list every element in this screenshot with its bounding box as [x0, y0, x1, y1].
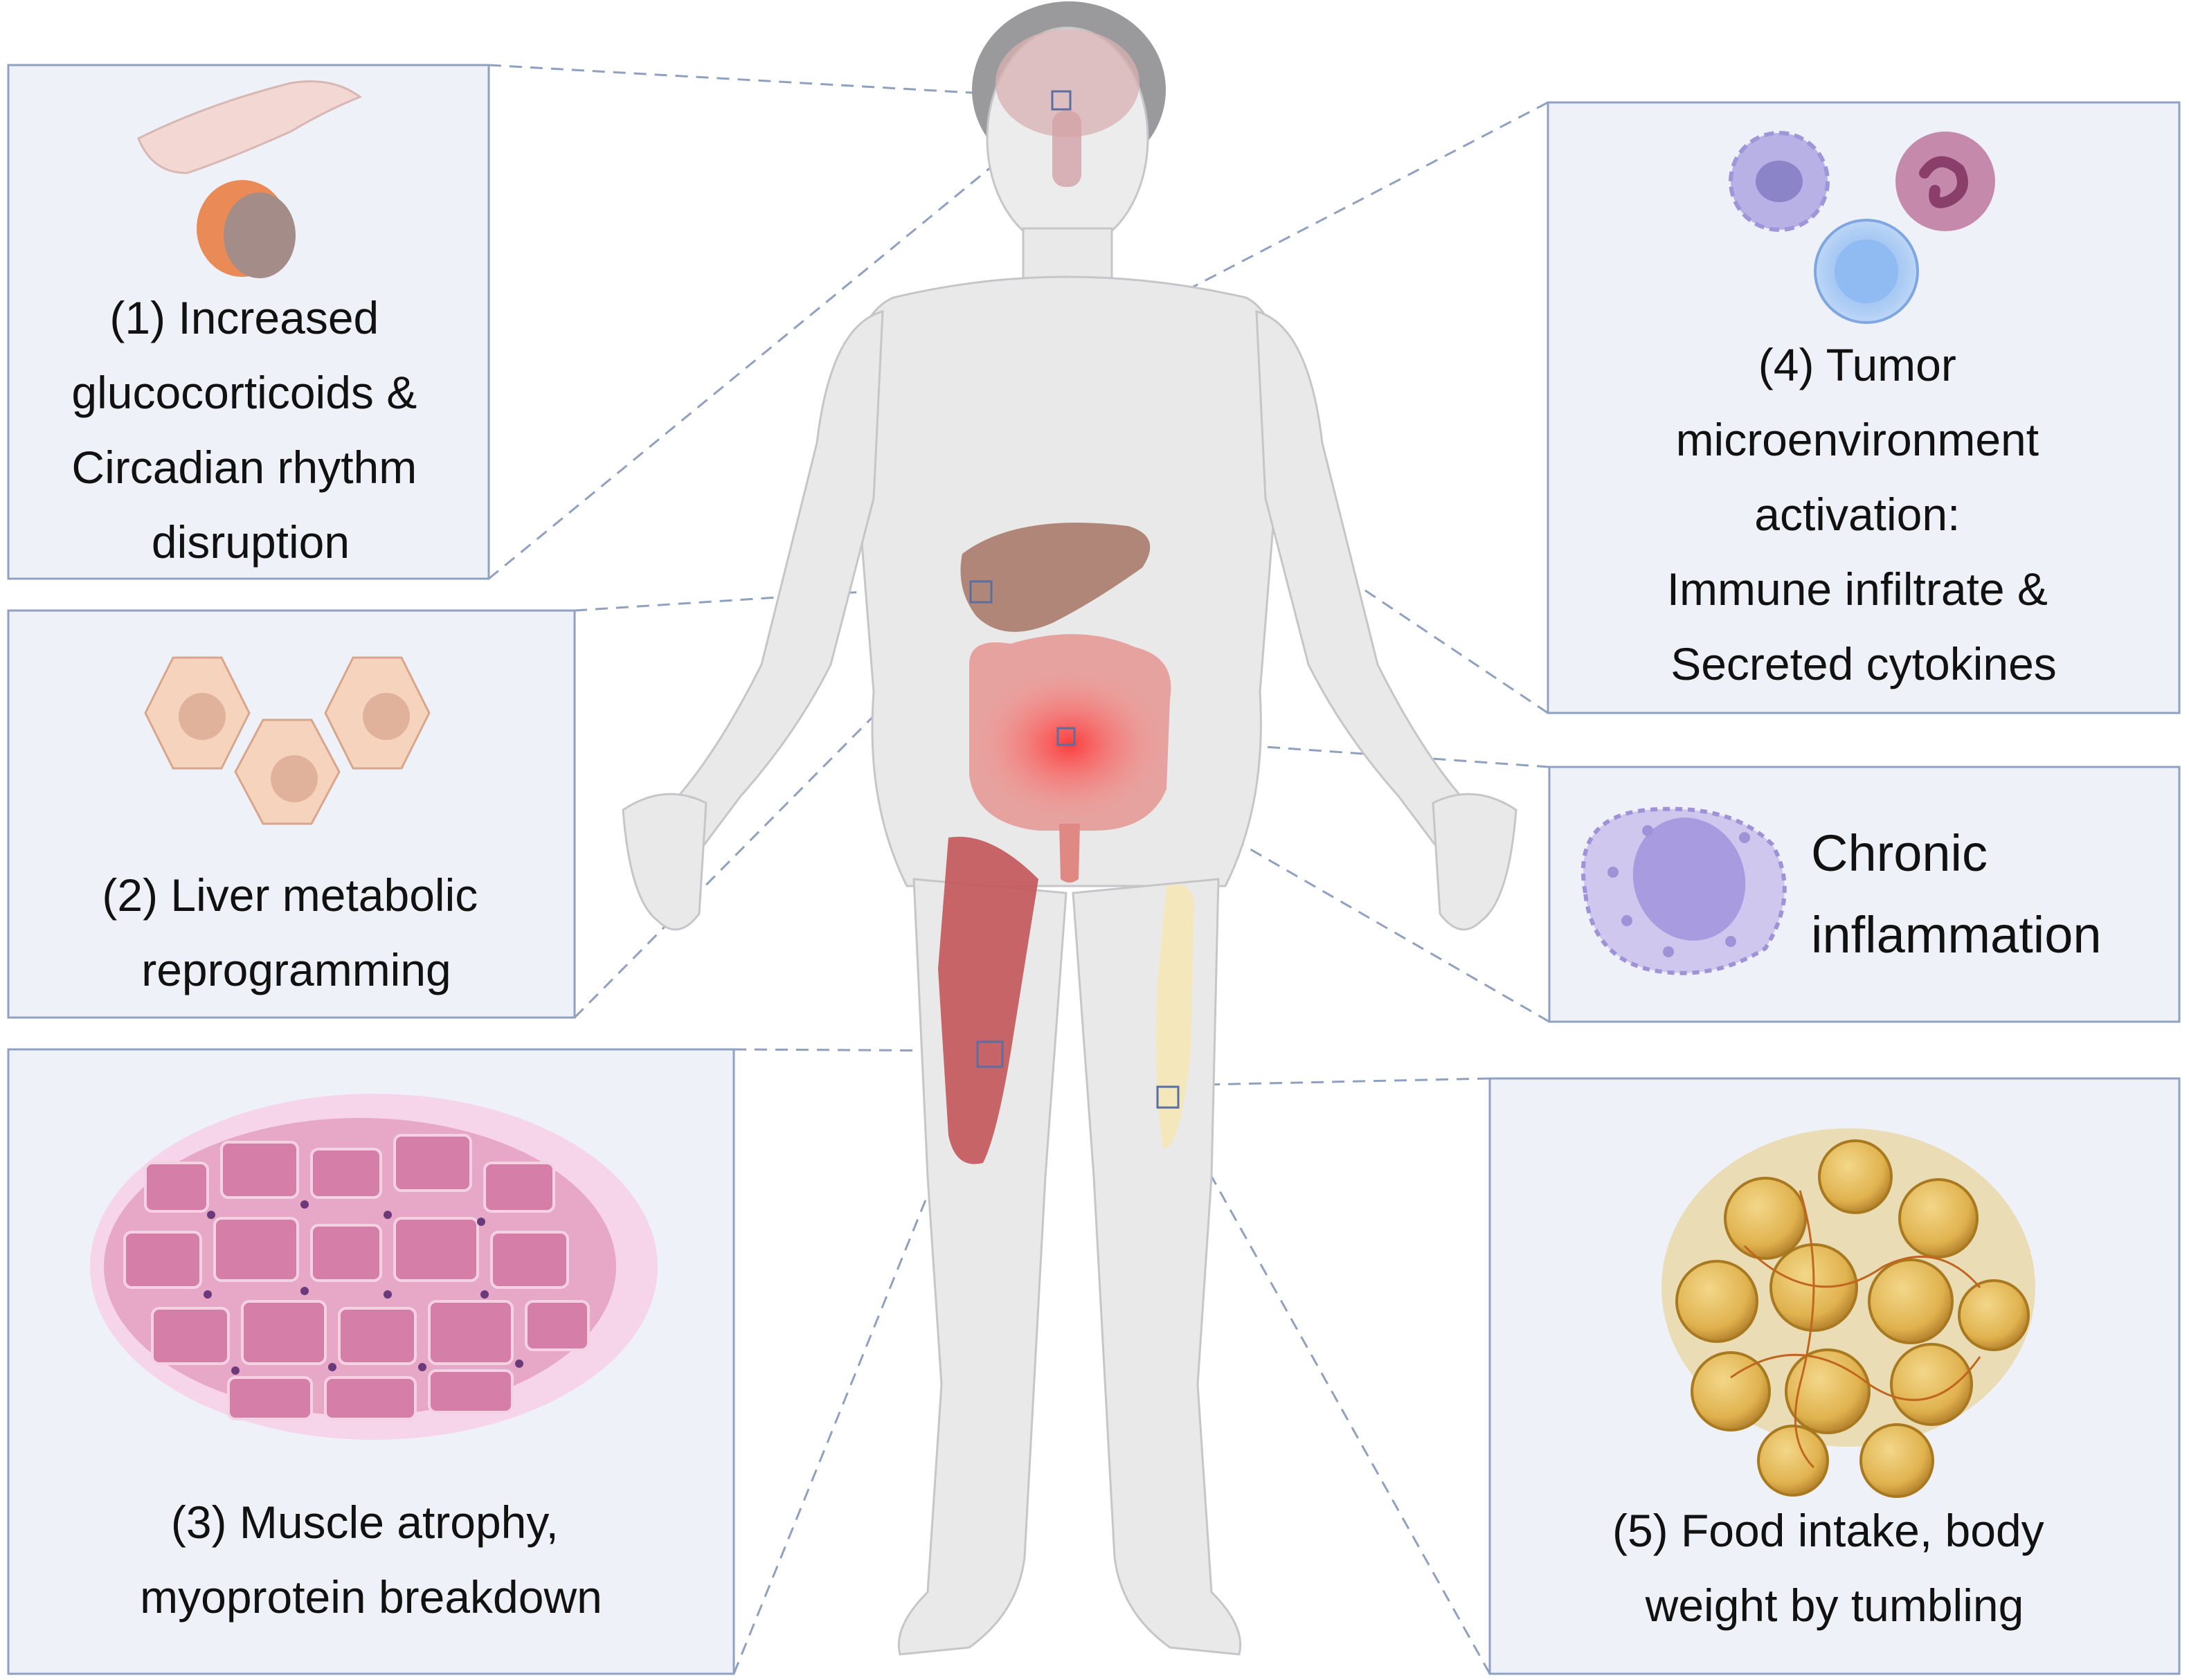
brain-stem — [1052, 111, 1081, 187]
connector-liver-top — [574, 584, 970, 612]
inflammation-line-2: inflammation — [1811, 906, 2102, 964]
panel-4-line-3: activation: — [1754, 489, 1960, 540]
panel-muscle: (3) Muscle atrophy, myoprotein breakdown — [7, 1048, 735, 1675]
thigh-adipose — [1155, 884, 1194, 1149]
panel-liver: (2) Liver metabolic reprogramming — [7, 609, 576, 1019]
right-leg — [1072, 878, 1242, 1656]
connector-fat-top — [1169, 1077, 1490, 1087]
panel-1-line-1: (1) Increased — [109, 292, 379, 343]
brain-overlay — [996, 29, 1139, 137]
connector-gut-bottom — [1079, 750, 1550, 1023]
svg-text:(2) Liver metabolic repr: (2) Liver metabolic reprogramming — [102, 869, 490, 995]
panel-chronic-inflammation: Chronic inflammation — [1548, 766, 2181, 1023]
panel-1-line-4: disruption — [152, 516, 350, 568]
adipocytes-icon — [1661, 1128, 2035, 1498]
panel-3-line-2: myoprotein breakdown — [140, 1571, 602, 1623]
muscle-cross-section-icon — [90, 1094, 658, 1440]
panel-tumor-microenvironment: (4) Tumor microenvironment activation: I… — [1547, 101, 2181, 714]
panel-4-line-4: Immune infiltrate & — [1667, 563, 2048, 615]
svg-text:(1) Increased glucocorti: (1) Increased glucocorticoids & Circadia… — [71, 292, 429, 568]
inflammation-line-1: Chronic — [1811, 824, 1988, 882]
panel-glucocorticoids: (1) Increased glucocorticoids & Circadia… — [7, 64, 490, 580]
panel-4-line-2: microenvironment — [1676, 414, 2039, 465]
panel-3-line-1: (3) Muscle atrophy, — [171, 1497, 559, 1548]
left-hand — [622, 793, 708, 931]
svg-text:(3) Muscle atrophy, myop: (3) Muscle atrophy, myoprotein breakdown — [140, 1497, 602, 1623]
liver-marker — [969, 580, 993, 604]
adrenal-gland-icon — [137, 80, 363, 278]
right-arm — [1255, 310, 1504, 867]
panel-2-line-2: reprogramming — [141, 944, 451, 995]
connector-brain-top — [488, 64, 1046, 98]
panel-5-line-1: (5) Food intake, body — [1612, 1505, 2044, 1556]
panel-2-line-1: (2) Liver metabolic — [102, 869, 478, 921]
right-hand — [1432, 793, 1517, 931]
muscle-marker — [976, 1040, 1004, 1068]
connector-brain-bottom — [488, 144, 1018, 580]
panel-1-line-3: Circadian rhythm — [71, 442, 417, 493]
hepatocytes-icon — [144, 656, 431, 825]
connector-fat-bottom — [1175, 1114, 1491, 1674]
connector-thyroid-bottom — [1072, 393, 1549, 714]
neutrophil — [1895, 132, 1995, 231]
left-arm — [636, 310, 884, 867]
connector-gut-top — [1079, 732, 1550, 768]
svg-text:(5) Food intake, body we: (5) Food intake, body weight by tumbling — [1612, 1505, 2057, 1631]
thigh-muscle — [938, 836, 1038, 1164]
panel-food-intake: (5) Food intake, body weight by tumbling — [1488, 1077, 2181, 1675]
panel-5-line-2: weight by tumbling — [1645, 1580, 2024, 1631]
panel-4-line-5: Secreted cytokines — [1670, 638, 2057, 689]
panel-4-line-1: (4) Tumor — [1758, 339, 1956, 390]
svg-text:(4) Tumor microenvironme: (4) Tumor microenvironment activation: I… — [1667, 339, 2061, 689]
immune-cells-icon — [1729, 131, 1995, 324]
macrophage-icon — [1580, 806, 1787, 975]
panel-1-line-2: glucocorticoids & — [71, 367, 417, 418]
left-leg — [897, 878, 1068, 1656]
brain-marker — [1051, 90, 1072, 111]
liver — [960, 523, 1151, 632]
svg-text:Chronic inflammation: Chronic inflammation — [1811, 824, 2102, 964]
human-body — [622, 1, 1517, 1656]
gut-marker — [1056, 727, 1076, 746]
rectum — [1059, 824, 1080, 883]
panel-4-box — [1547, 101, 2181, 714]
fat-marker — [1156, 1085, 1180, 1109]
